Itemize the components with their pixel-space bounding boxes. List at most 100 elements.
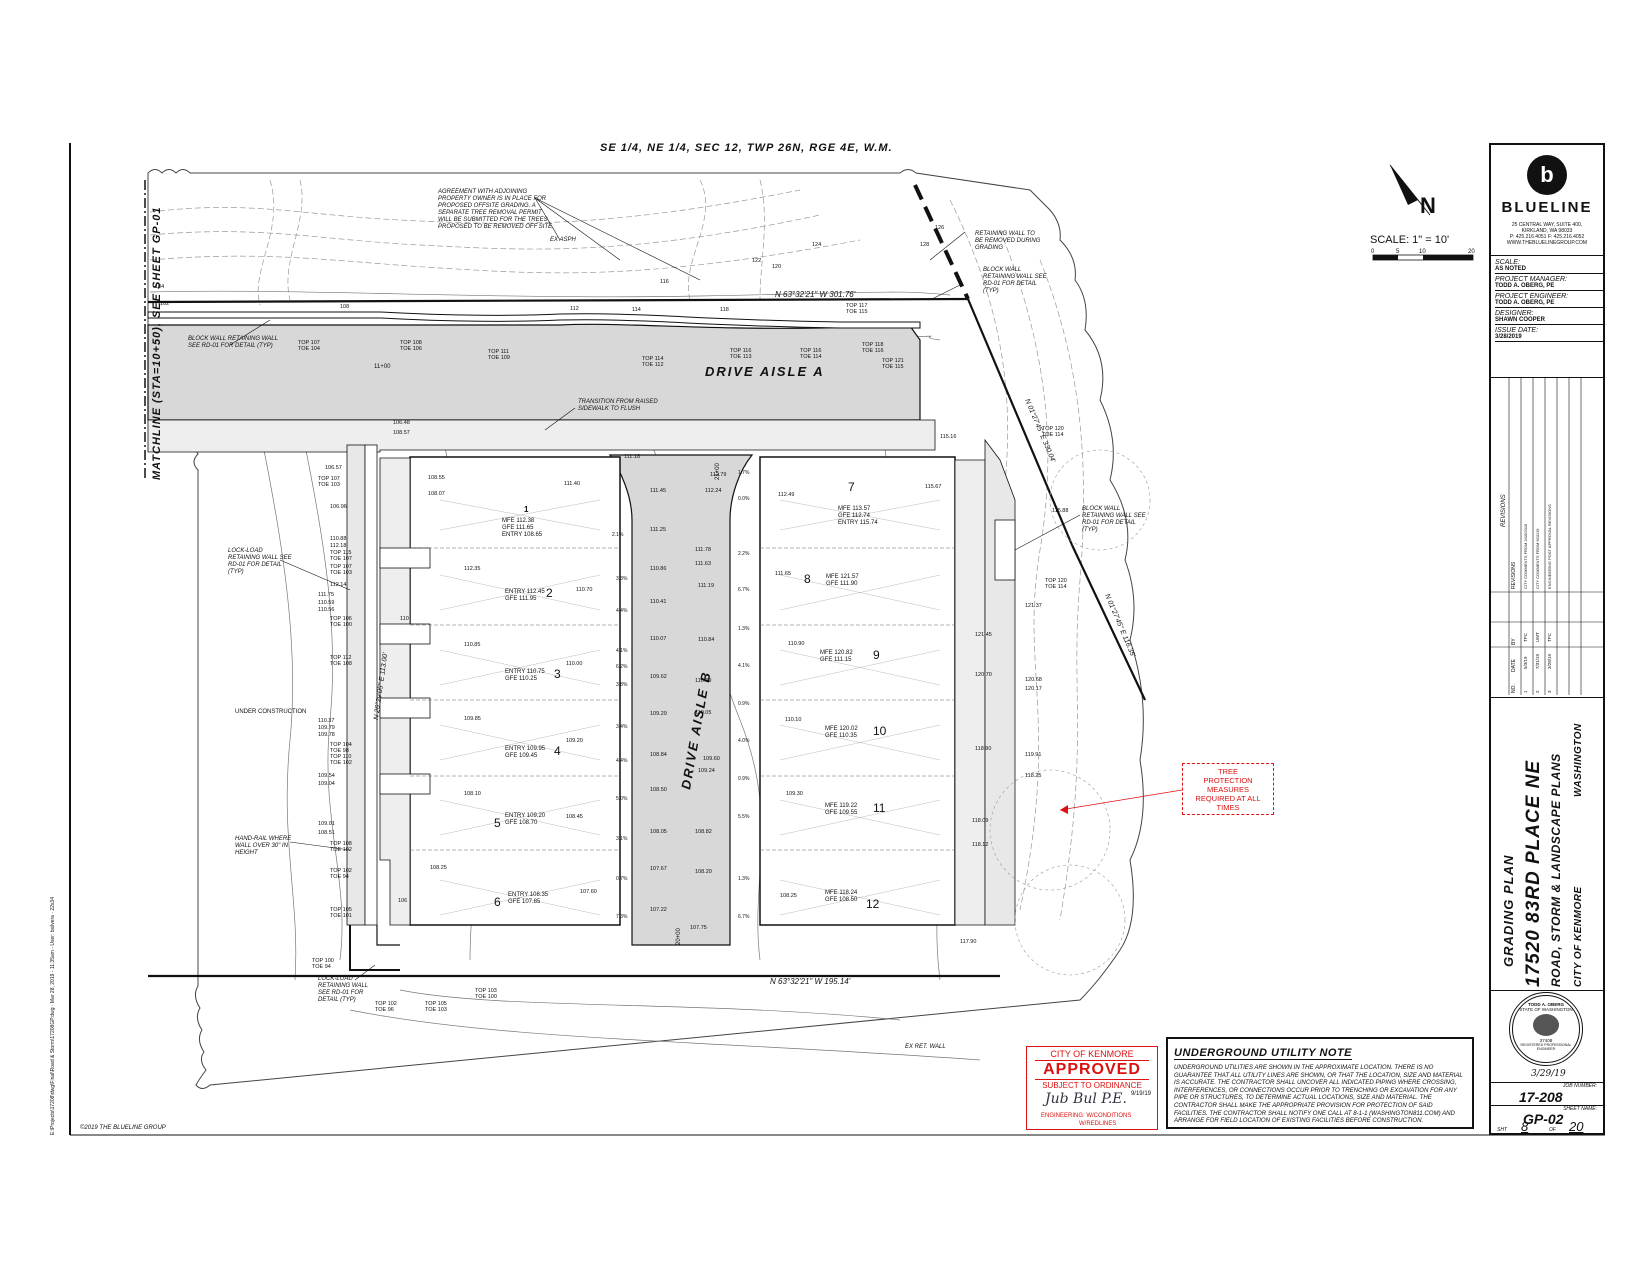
- svg-text:TOP 102: TOP 102: [375, 1001, 397, 1007]
- scale-tick-20: 20: [1468, 249, 1475, 255]
- svg-text:TOP 120: TOP 120: [1045, 578, 1067, 584]
- svg-text:TRANSITION FROM RAISED: TRANSITION FROM RAISED: [578, 399, 658, 405]
- svg-text:108.25: 108.25: [430, 865, 447, 871]
- svg-text:108.05: 108.05: [650, 829, 667, 835]
- property-lines: [147, 297, 1146, 978]
- note-under-construction: UNDER CONSTRUCTION: [235, 709, 306, 715]
- west-building: [379, 456, 621, 926]
- svg-text:TOE 114: TOE 114: [1042, 432, 1064, 438]
- svg-text:GFE 110.25: GFE 110.25: [505, 676, 538, 682]
- svg-text:SIDEWALK TO FLUSH: SIDEWALK TO FLUSH: [578, 406, 641, 412]
- project-subtitle: ROAD, STORM & LANDSCAPE PLANS: [1549, 753, 1563, 987]
- svg-text:RETAINING WALL TO: RETAINING WALL TO: [975, 231, 1035, 237]
- svg-text:TOP 120: TOP 120: [1042, 426, 1064, 432]
- company-name: BLUELINE: [1501, 199, 1593, 216]
- svg-text:1.3%: 1.3%: [738, 876, 750, 882]
- sheet-of-label: OF: [1549, 1127, 1556, 1133]
- svg-text:110.10: 110.10: [785, 717, 801, 723]
- revision-grid: [1491, 377, 1603, 695]
- svg-text:111.19: 111.19: [698, 583, 714, 589]
- note-lock-load-bottom: LOCK-LOAD RETAINING WALL SEE RD-01 FOR D…: [318, 976, 368, 1003]
- svg-text:110.90: 110.90: [788, 641, 804, 647]
- svg-text:GFE 110.35: GFE 110.35: [825, 733, 858, 739]
- svg-text:TOP 116: TOP 116: [800, 348, 821, 354]
- job-number: 17-208: [1519, 1089, 1563, 1105]
- svg-text:128: 128: [920, 242, 929, 248]
- svg-text:110.86: 110.86: [650, 566, 666, 572]
- company-address: 25 CENTRAL WAY, SUITE 400, KIRKLAND, WA …: [1506, 222, 1588, 246]
- svg-text:GFE 112.74: GFE 112.74: [838, 513, 871, 519]
- svg-text:108.20: 108.20: [695, 869, 712, 875]
- svg-text:4.1%: 4.1%: [738, 663, 750, 669]
- svg-text:WALL OVER 30" IN: WALL OVER 30" IN: [235, 843, 289, 849]
- project-address: 17520 83RD PLACE NE: [1523, 759, 1544, 987]
- svg-text:118.90: 118.90: [975, 746, 991, 752]
- svg-text:126: 126: [935, 225, 944, 231]
- rev-col-no: NO.: [1511, 684, 1517, 693]
- station-label: 20+00: [676, 927, 682, 945]
- svg-text:SEPARATE TREE REMOVAL PERMIT: SEPARATE TREE REMOVAL PERMIT: [438, 210, 543, 216]
- svg-text:TOP 115: TOP 115: [330, 550, 351, 556]
- svg-text:121.45: 121.45: [975, 632, 992, 638]
- north-arrow: [1389, 164, 1431, 216]
- svg-text:3.3%: 3.3%: [616, 576, 628, 582]
- svg-text:ENTRY 108.35: ENTRY 108.35: [508, 892, 549, 898]
- svg-text:120.68: 120.68: [1025, 677, 1042, 683]
- svg-text:109.24: 109.24: [698, 768, 715, 774]
- svg-text:116: 116: [660, 279, 669, 285]
- contour-labels: 120 122 124 116 118 108 112 114 104 102 …: [155, 225, 944, 904]
- svg-text:TOE 114: TOE 114: [1045, 584, 1067, 590]
- svg-text:RD-01 FOR DETAIL: RD-01 FOR DETAIL: [983, 281, 1037, 287]
- svg-text:TOP 111: TOP 111: [488, 349, 509, 355]
- svg-text:GFE 111.15: GFE 111.15: [820, 657, 852, 663]
- svg-text:RETAINING WALL SEE: RETAINING WALL SEE: [1082, 513, 1147, 519]
- svg-text:117.90: 117.90: [960, 939, 976, 945]
- svg-text:MFE 118.24: MFE 118.24: [825, 890, 858, 896]
- svg-text:TOE 102: TOE 102: [330, 847, 352, 853]
- svg-text:120.70: 120.70: [975, 672, 992, 678]
- svg-text:110.84: 110.84: [698, 637, 714, 643]
- east-retaining-wall: [984, 438, 1016, 926]
- scale-tick-10: 10: [1419, 249, 1426, 255]
- svg-text:ENTRY 109.95: ENTRY 109.95: [505, 746, 546, 752]
- svg-text:BLOCK WALL: BLOCK WALL: [983, 267, 1021, 273]
- scale-bar: [1372, 254, 1474, 261]
- svg-text:109.60: 109.60: [703, 756, 720, 762]
- svg-text:109.79: 109.79: [318, 725, 335, 731]
- svg-text:GFE 108.70: GFE 108.70: [505, 820, 538, 826]
- svg-text:110.85: 110.85: [464, 642, 480, 648]
- scale-label: SCALE: 1" = 10': [1370, 234, 1449, 246]
- svg-text:(TYP): (TYP): [228, 569, 244, 575]
- svg-text:5.0%: 5.0%: [616, 796, 628, 802]
- utility-note-title: UNDERGROUND UTILITY NOTE: [1174, 1047, 1353, 1060]
- svg-text:110.39: 110.39: [695, 678, 711, 684]
- svg-text:AGREEMENT WITH ADJOINING: AGREEMENT WITH ADJOINING: [437, 189, 527, 195]
- svg-text:110: 110: [400, 616, 409, 622]
- svg-text:108.07: 108.07: [428, 491, 445, 497]
- svg-text:GFE 109.55: GFE 109.55: [825, 810, 858, 816]
- svg-text:(TYP): (TYP): [1082, 527, 1098, 533]
- tree-circles: [989, 449, 1151, 976]
- svg-text:108.51: 108.51: [318, 830, 335, 836]
- svg-text:TOP 117: TOP 117: [846, 303, 867, 309]
- svg-text:BLOCK WALL: BLOCK WALL: [1082, 506, 1120, 512]
- svg-text:110.05: 110.05: [695, 710, 711, 716]
- rev-col-desc: REVISIONS: [1511, 561, 1517, 589]
- svg-text:TOE 100: TOE 100: [475, 994, 497, 1000]
- svg-text:107.75: 107.75: [690, 925, 707, 931]
- drive-aisle-a-label: DRIVE AISLE A: [705, 364, 825, 379]
- engineer-seal-icon: TODD A. OBERG STATE OF WASHINGTON 37408 …: [1509, 992, 1583, 1066]
- note-block-wall-right: BLOCK WALL RETAINING WALL SEE RD-01 FOR …: [1082, 506, 1147, 533]
- unit-number: 4: [554, 744, 561, 758]
- sheet-number: 8: [1521, 1119, 1529, 1134]
- unit-number: 12: [866, 897, 880, 911]
- scale-tick-5: 5: [1396, 249, 1400, 255]
- seal-date: 3/29/19: [1531, 1069, 1566, 1079]
- svg-text:107.60: 107.60: [580, 889, 597, 895]
- note-ex-asph: EX ASPH: [550, 237, 576, 243]
- svg-text:104: 104: [155, 284, 164, 290]
- svg-text:112.35: 112.35: [464, 566, 480, 572]
- svg-text:120: 120: [772, 264, 781, 270]
- svg-text:109.78: 109.78: [318, 732, 335, 738]
